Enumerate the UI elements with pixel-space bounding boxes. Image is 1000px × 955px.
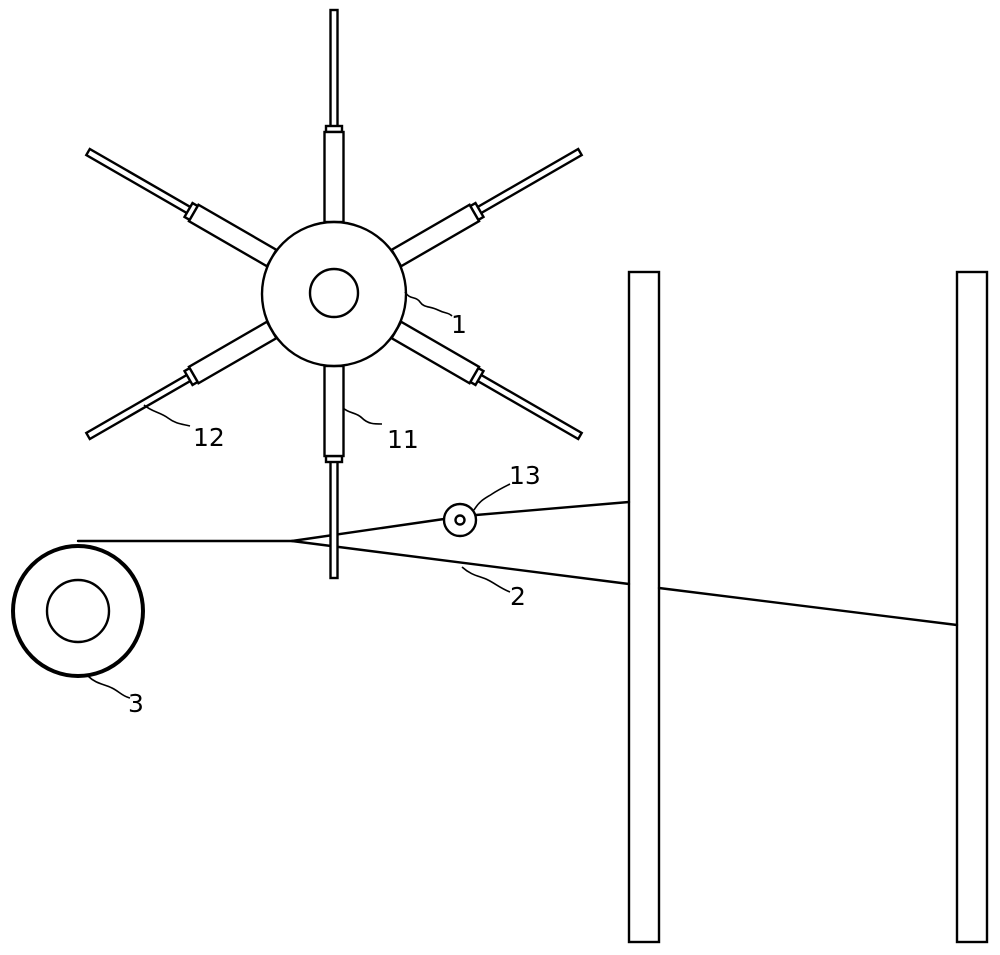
label-material: 2 <box>510 582 526 611</box>
rotating-hub-assembly <box>84 8 584 580</box>
label-guide-roller: 13 <box>509 461 541 490</box>
guide-roller <box>442 502 478 538</box>
arm-lower-right <box>389 320 584 441</box>
hub-bore <box>308 267 360 319</box>
label-hub: 1 <box>451 310 467 339</box>
arm-bottom <box>323 364 345 580</box>
arm-upper-right <box>389 147 584 268</box>
label-rod: 12 <box>193 423 225 452</box>
arm-top <box>323 8 345 224</box>
arm-lower-left <box>84 320 279 441</box>
frame-post-left <box>627 270 661 944</box>
arm-upper-left <box>84 147 279 268</box>
material-roll <box>11 544 145 678</box>
material-web <box>76 500 959 627</box>
leader-lines <box>87 291 511 699</box>
frame-post-right <box>955 270 989 944</box>
label-roll: 3 <box>128 689 144 718</box>
label-sleeve: 11 <box>387 425 419 454</box>
